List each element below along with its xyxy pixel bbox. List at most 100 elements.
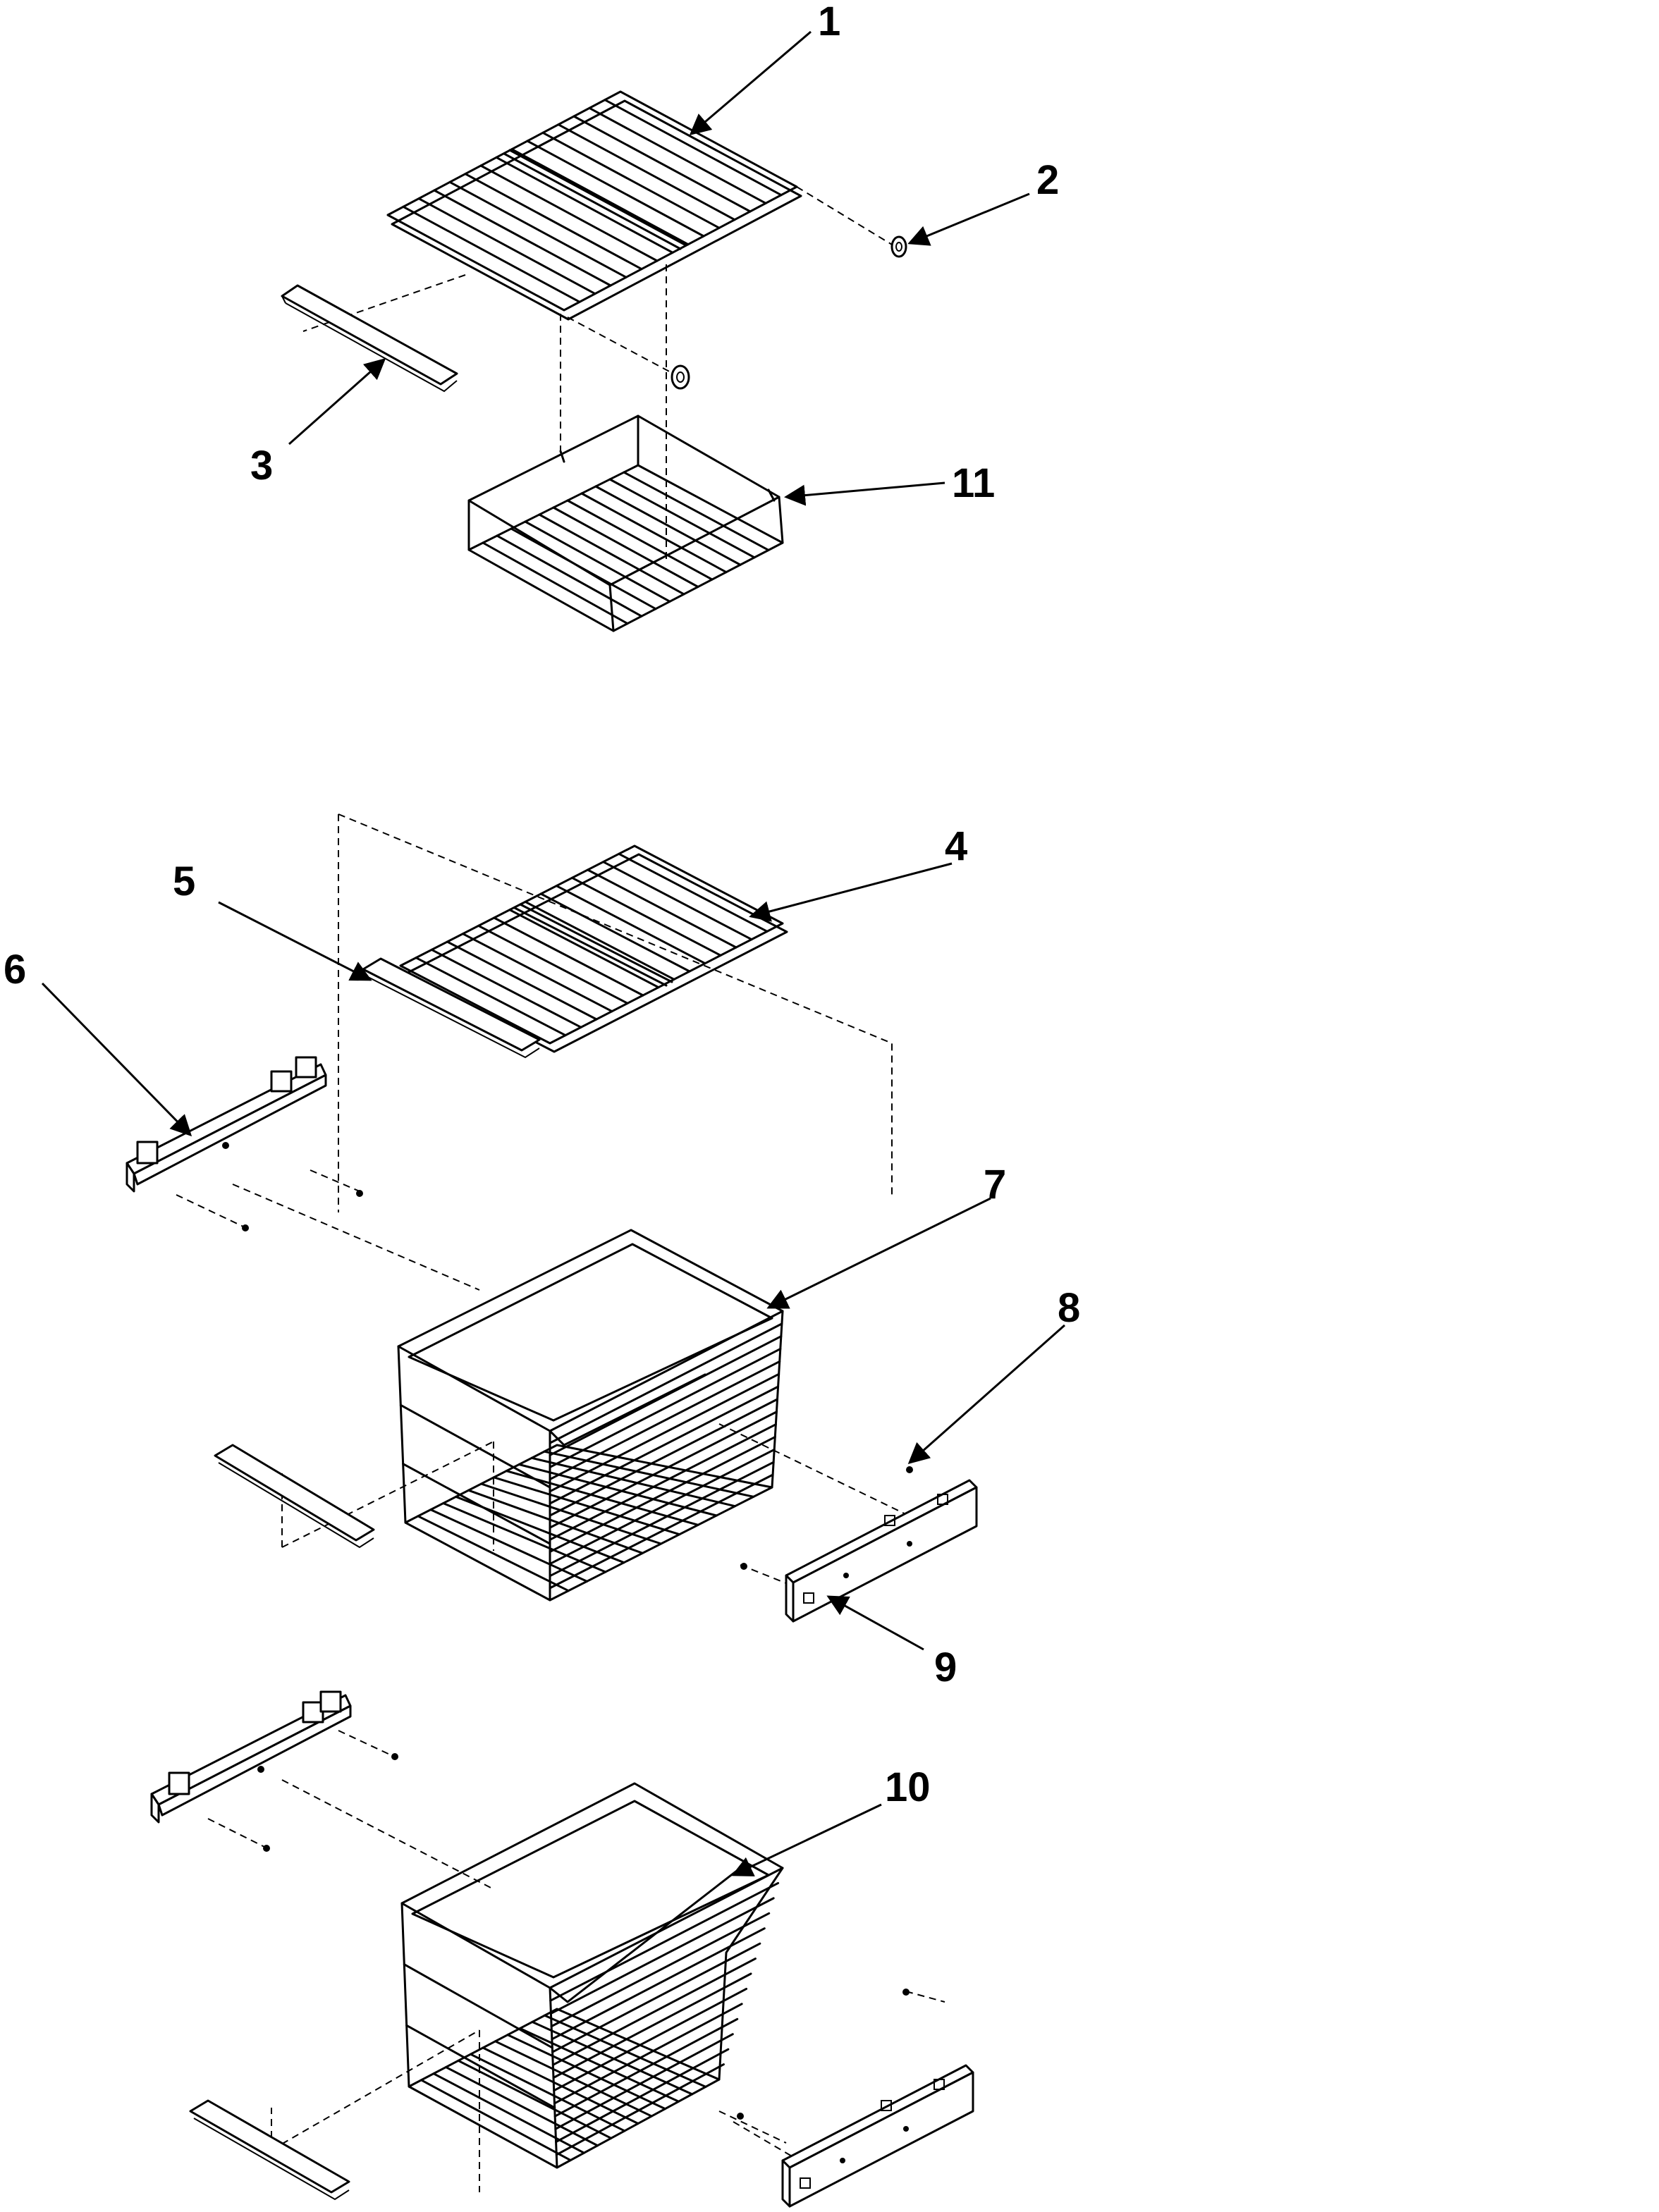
wire-strand <box>403 1963 553 2049</box>
wire-strand <box>480 1482 662 1545</box>
wire-shelf-middle <box>399 844 788 1053</box>
wire-strand <box>570 876 722 957</box>
slide-rail-bottom-left <box>150 1690 352 1824</box>
wire-strand <box>553 2003 743 2105</box>
shelf-trim-bottom <box>189 2099 350 2201</box>
wire-strand <box>557 123 736 221</box>
wire-strand <box>399 1403 551 1489</box>
wire-strand <box>494 2040 653 2118</box>
wire-strand <box>482 541 629 625</box>
screw-icon <box>737 2113 744 2120</box>
wire-strand <box>618 852 769 933</box>
wire-strand <box>549 1360 781 1481</box>
wire-strand <box>608 478 756 559</box>
wire-strand <box>492 1476 681 1536</box>
wire-strand <box>549 1897 775 2015</box>
wire-strand <box>588 106 767 204</box>
wire-strand <box>405 2024 556 2109</box>
wire-strand <box>604 99 783 197</box>
wire-strand <box>538 513 685 596</box>
wire-strand <box>496 534 643 617</box>
wire-strand <box>445 2066 599 2147</box>
wire-strand <box>429 1509 588 1583</box>
wire-strand <box>541 131 721 229</box>
screw-icon <box>263 1845 270 1852</box>
wire-strand <box>508 909 660 989</box>
wire-strand <box>549 1398 778 1517</box>
wire-strand <box>554 2033 734 2130</box>
wire-strand <box>524 520 671 603</box>
wire-strand <box>553 1987 748 2092</box>
wire-strand <box>493 916 644 997</box>
wire-strand <box>550 1912 771 2028</box>
part-labels: 1 2 3 4 5 6 7 8 9 10 11 <box>4 0 1080 1810</box>
wire-strand <box>544 2014 707 2088</box>
wire-strand <box>552 506 699 588</box>
slide-rail-bottom-right <box>781 2064 974 2208</box>
wire-shelf-top <box>386 90 802 321</box>
wire-strand <box>552 1972 752 2079</box>
wire-strand <box>623 471 770 551</box>
part-label-2: 2 <box>1036 157 1059 203</box>
part-label-9: 9 <box>934 1645 957 1690</box>
alignment-lines-top <box>302 186 896 564</box>
wire-strand <box>549 1881 780 2002</box>
wire-strand <box>442 1502 607 1573</box>
part-label-5: 5 <box>173 859 195 904</box>
wire-strand <box>505 1470 699 1526</box>
alignment-lines-bottom <box>207 1730 945 2192</box>
part-label-8: 8 <box>1058 1285 1080 1331</box>
wire-strand <box>580 492 728 574</box>
wire-strand <box>482 2046 639 2125</box>
part-label-4: 4 <box>945 823 967 869</box>
wire-basket-bottom <box>400 1782 784 2169</box>
wire-strand <box>467 1489 644 1554</box>
wire-strand <box>510 527 657 610</box>
wire-strand <box>455 1495 625 1564</box>
wire-strand <box>415 957 567 1037</box>
wire-strand <box>477 924 629 1004</box>
wire-strand <box>432 2072 585 2154</box>
wire-basket-middle <box>397 1229 784 1602</box>
wire-strand <box>518 1463 718 1517</box>
part-label-1: 1 <box>818 0 840 44</box>
shelf-trim-top <box>281 284 458 393</box>
wire-strand <box>446 940 598 1021</box>
wire-strand <box>555 885 706 965</box>
wire-strand <box>510 148 690 246</box>
screw-icon <box>242 1224 249 1231</box>
clip-icon <box>671 364 690 390</box>
wire-strand <box>457 2059 613 2139</box>
alignment-lines-middle <box>176 813 938 1587</box>
wire-strand <box>430 948 582 1028</box>
leader-lines <box>41 30 1065 1876</box>
wire-strand <box>530 1456 736 1508</box>
shelf-trim-middle <box>362 957 541 1059</box>
wire-strand <box>506 2034 666 2110</box>
screw-icon <box>391 1753 398 1760</box>
wire-strand <box>479 164 659 262</box>
wire-strand <box>539 892 691 973</box>
wire-strand <box>519 2027 680 2103</box>
slide-rail-right <box>785 1479 978 1623</box>
wire-strand <box>526 140 705 238</box>
wire-strand <box>462 933 613 1013</box>
part-label-11: 11 <box>952 460 995 506</box>
wire-strand <box>594 485 742 566</box>
wire-strand <box>587 868 737 949</box>
wire-strand <box>555 2048 730 2144</box>
wire-strand <box>602 861 753 941</box>
wire-strand <box>402 205 581 303</box>
wire-strand <box>417 197 596 295</box>
wire-strand <box>553 2017 739 2118</box>
wire-strand <box>549 1335 783 1456</box>
wire-strand <box>495 156 674 254</box>
wire-strand <box>549 1322 783 1444</box>
wire-strand <box>531 2020 694 2096</box>
screw-icon <box>356 1190 363 1197</box>
wire-strand <box>549 1423 777 1541</box>
wire-strand <box>566 499 714 581</box>
wire-strand <box>549 1461 775 1578</box>
wire-strand <box>464 173 643 271</box>
